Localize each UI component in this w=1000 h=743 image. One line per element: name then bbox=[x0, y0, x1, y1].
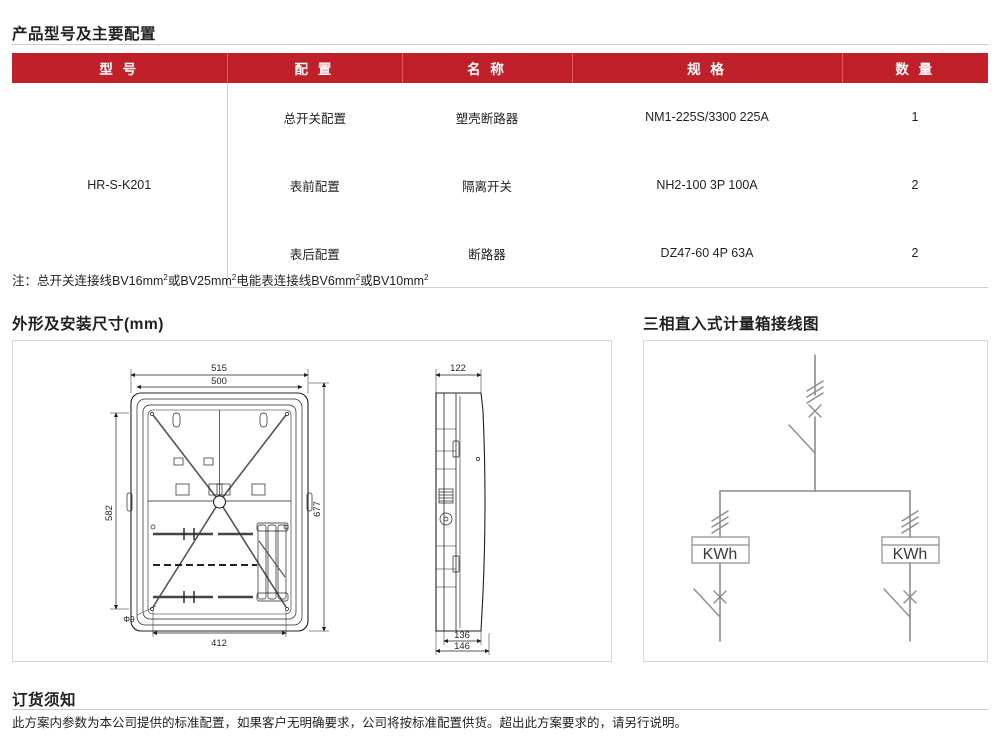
cell-model-number: HR-S-K201 bbox=[12, 83, 228, 288]
divider-config bbox=[12, 44, 988, 45]
column-header-name: 名 称 bbox=[402, 53, 573, 83]
table-header-row: 型 号 配 置 名 称 规 格 数 量 bbox=[12, 53, 988, 83]
dim-label-515: 515 bbox=[211, 363, 227, 374]
dim-label-500: 500 bbox=[211, 376, 227, 387]
wiring-note: 注：总开关连接线BV16mm2或BV25mm2电能表连接线BV6mm2或BV10… bbox=[12, 270, 428, 289]
specification-table: 型 号 配 置 名 称 规 格 数 量 HR-S-K201 总开关配置 塑壳断路… bbox=[12, 53, 988, 288]
section-title-wiring: 三相直入式计量箱接线图 bbox=[643, 316, 820, 333]
dimension-drawing-panel: 515 500 412 122 136 146 582 677 Φ9 bbox=[12, 340, 612, 662]
three-phase-meter-wiring-diagram: KWh KWh bbox=[691, 354, 940, 642]
cell-qty: 2 bbox=[842, 219, 988, 288]
section-title-order-notice: 订货须知 bbox=[12, 692, 77, 709]
column-header-spec: 规 格 bbox=[572, 53, 843, 83]
cell-config: 表后配置 bbox=[227, 219, 402, 288]
note-sup-4: 2 bbox=[424, 272, 429, 282]
page-title-configuration: 产品型号及主要配置 bbox=[12, 26, 157, 43]
meter-label-left: KWh bbox=[703, 546, 738, 563]
cell-spec: NM1-225S/3300 225A bbox=[645, 110, 769, 124]
section-title-dimensions: 外形及安装尺寸(mm) bbox=[12, 316, 164, 333]
note-mid-1: 或BV25mm bbox=[167, 274, 232, 288]
column-header-model: 型 号 bbox=[12, 53, 228, 83]
meter-label-right: KWh bbox=[893, 546, 928, 563]
dim-label-412: 412 bbox=[211, 638, 227, 649]
dim-label-677: 677 bbox=[312, 501, 323, 517]
cell-name: 隔离开关 bbox=[461, 179, 512, 194]
table-row: 表前配置 隔离开关 NH2-100 3P 100A 2 bbox=[12, 151, 988, 219]
note-mid-2: 电能表连接线BV6mm bbox=[236, 274, 356, 288]
table-row: HR-S-K201 总开关配置 塑壳断路器 NM1-225S/3300 225A… bbox=[12, 83, 988, 288]
cell-config: 总开关配置 bbox=[283, 111, 346, 126]
table-row: 表后配置 断路器 DZ47-60 4P 63A 2 bbox=[12, 219, 988, 288]
cell-name: 塑壳断路器 bbox=[455, 111, 519, 126]
wiring-diagram-panel: KWh KWh bbox=[643, 340, 988, 662]
enclosure-dimension-drawing: 515 500 412 122 136 146 582 677 Φ9 bbox=[104, 363, 490, 655]
note-mid-3: 或BV10mm bbox=[360, 274, 425, 288]
dim-label-136: 136 bbox=[454, 630, 470, 641]
column-header-qty: 数 量 bbox=[842, 53, 988, 83]
column-header-config: 配 置 bbox=[227, 53, 403, 83]
divider-order bbox=[12, 709, 988, 710]
cell-name: 断路器 bbox=[402, 219, 572, 288]
dim-label-146: 146 bbox=[454, 641, 470, 652]
note-sup-2: 2 bbox=[231, 272, 237, 282]
dim-label-122: 122 bbox=[450, 363, 466, 374]
note-sup-1: 2 bbox=[163, 272, 168, 282]
cell-qty: 1 bbox=[911, 110, 919, 124]
dim-label-hole-diameter: Φ9 bbox=[123, 614, 135, 624]
note-sup-3: 2 bbox=[355, 272, 361, 282]
order-notice-body: 此方案内参数为本公司提供的标准配置，如果客户无明确要求，公司将按标准配置供货。超… bbox=[12, 716, 688, 730]
cell-config: 表前配置 bbox=[289, 179, 340, 194]
cell-qty: 2 bbox=[911, 178, 919, 192]
cell-spec: NH2-100 3P 100A bbox=[656, 178, 758, 192]
dim-label-582: 582 bbox=[104, 505, 115, 521]
note-prefix: 注：总开关连接线BV16mm bbox=[12, 274, 164, 288]
cell-spec: DZ47-60 4P 63A bbox=[572, 219, 842, 288]
